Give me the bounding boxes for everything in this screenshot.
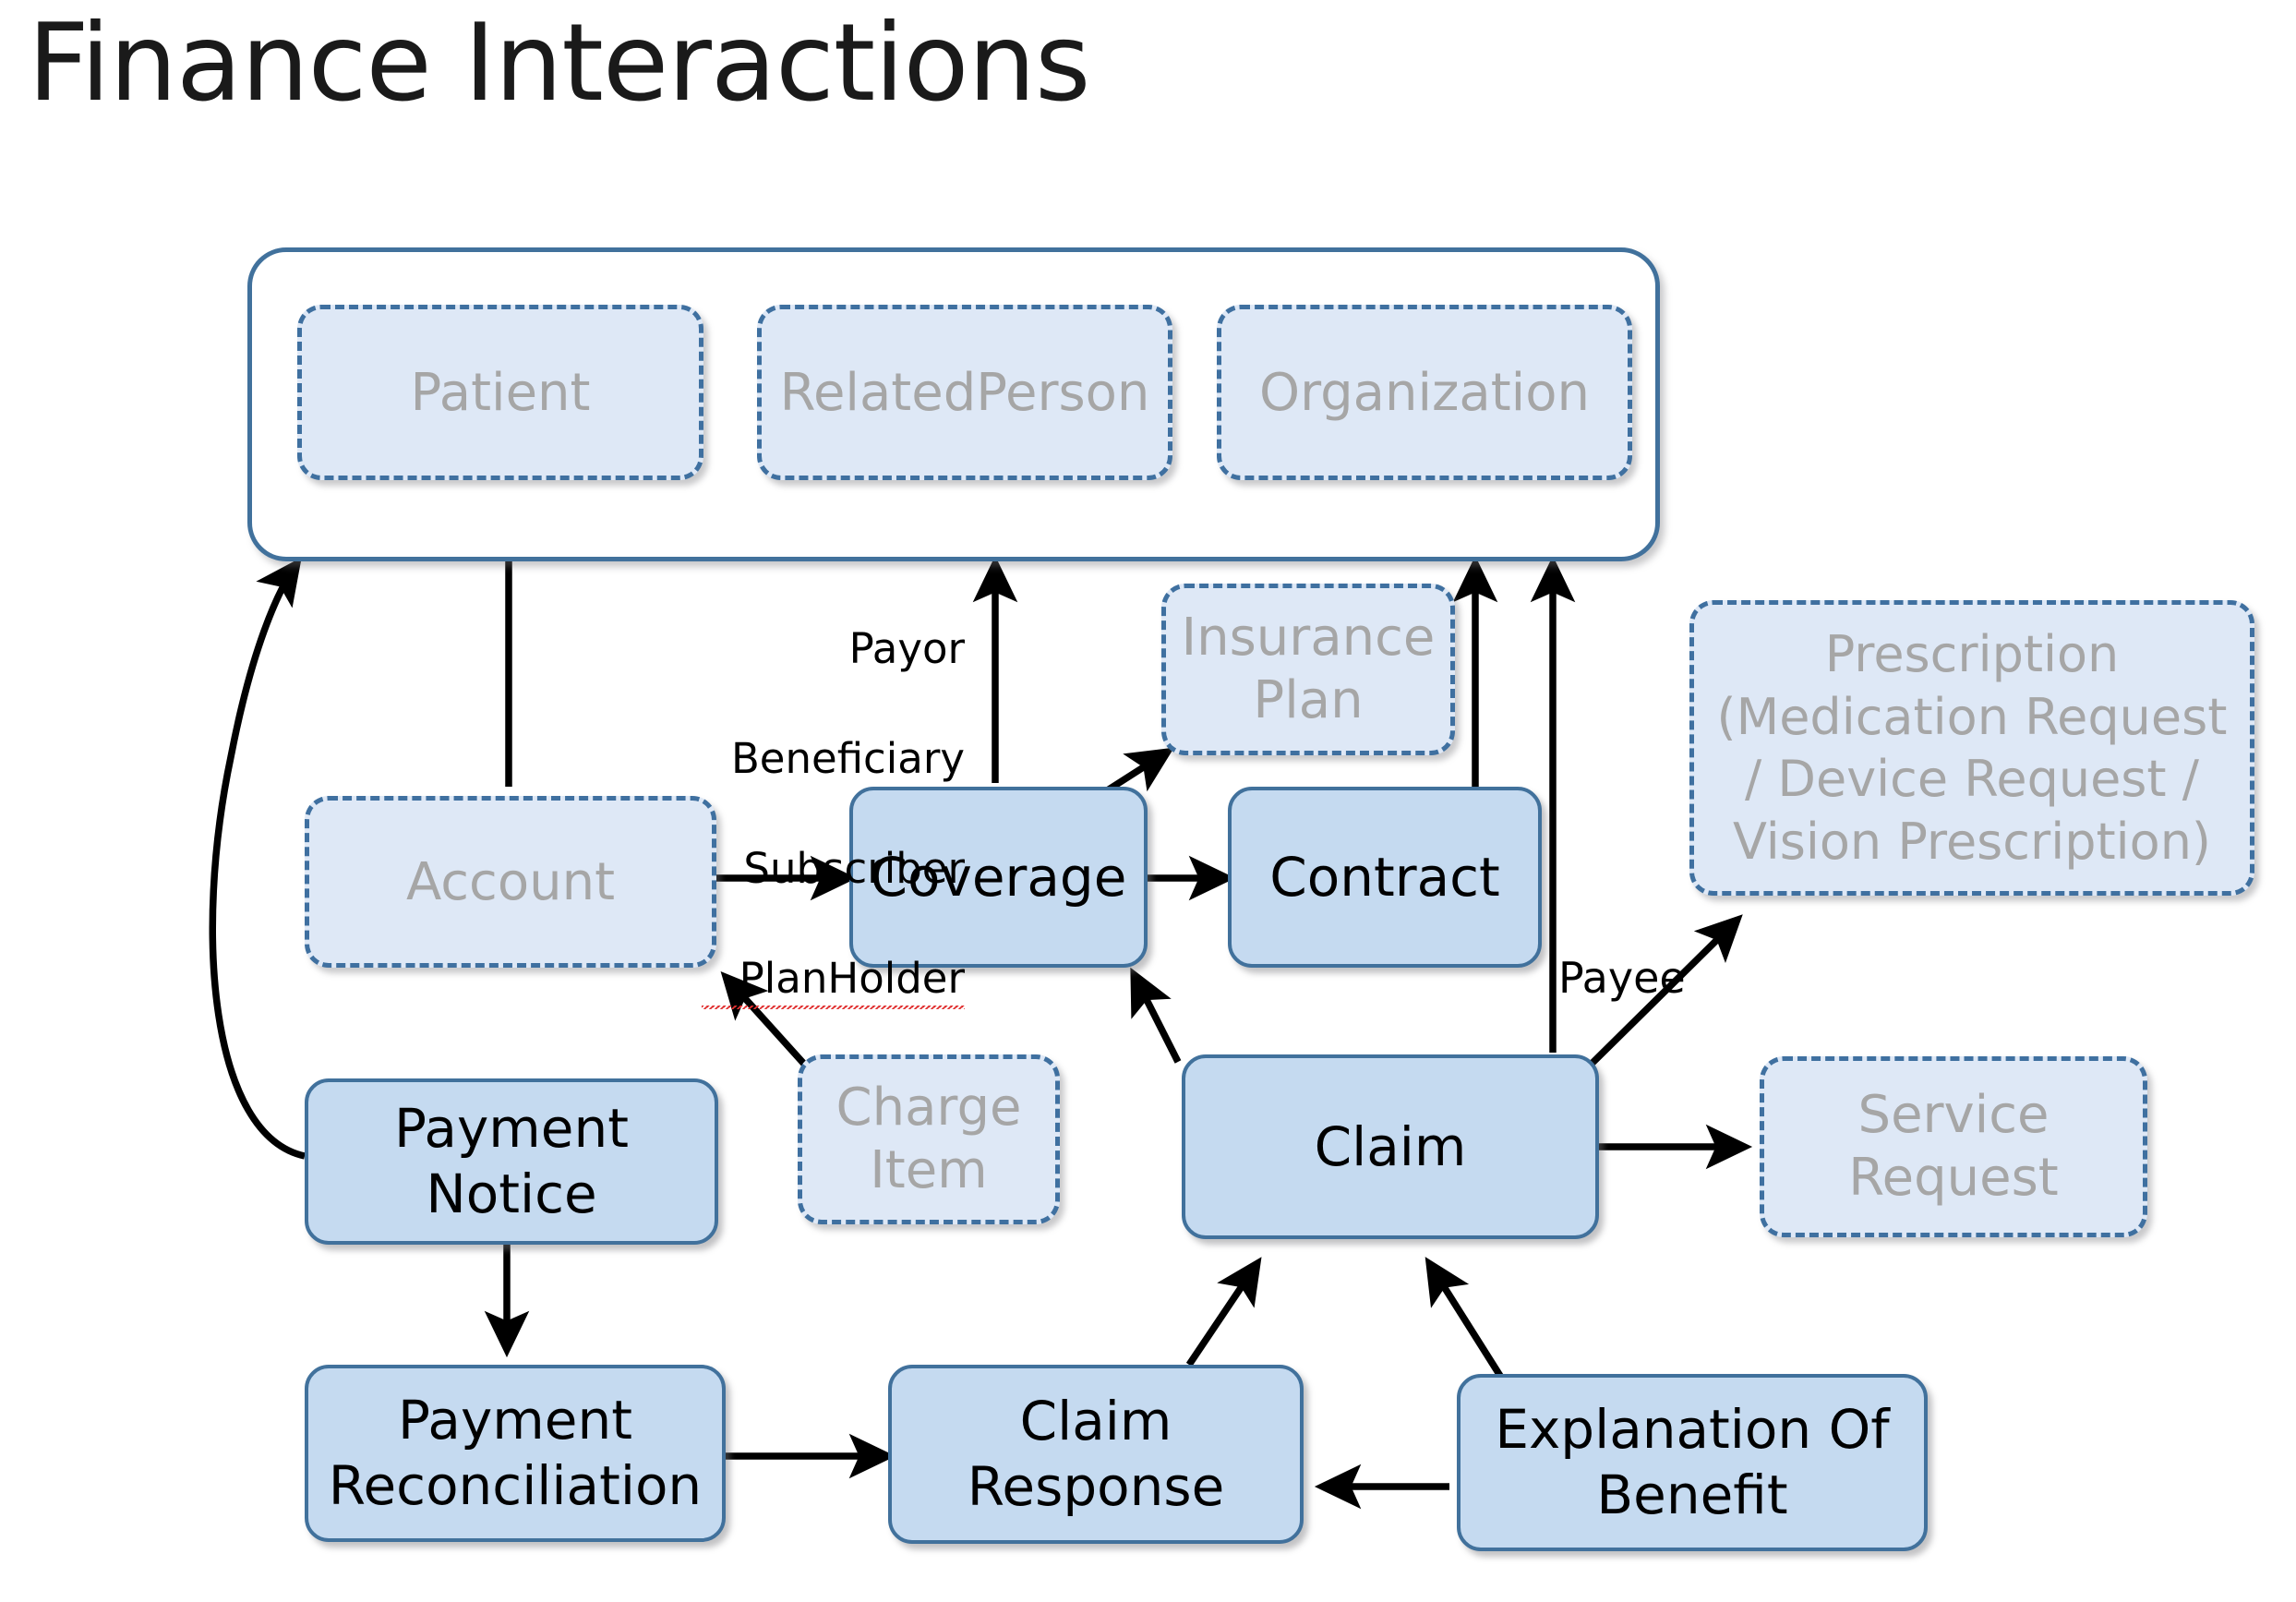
node-contract[interactable]: Contract (1228, 787, 1542, 968)
node-organization-label: Organization (1258, 362, 1590, 423)
node-eob-label: Explanation Of Benefit (1495, 1398, 1890, 1526)
page-title: Finance Interactions (28, 1, 1090, 126)
edge-claimresponse-to-claim (1185, 1257, 1262, 1367)
node-chargeitem-label: Charge Item (835, 1077, 1022, 1200)
node-claim-label: Claim (1314, 1115, 1467, 1178)
edge-label-beneficiary: Beneficiary (730, 734, 965, 784)
node-servicerequest[interactable]: Service Request (1760, 1056, 2147, 1237)
node-insuranceplan-label: Insurance Plan (1181, 607, 1436, 730)
node-prescription[interactable]: Prescription (Medication Request / Devic… (1689, 600, 2254, 896)
edge-label-coverage-roles: Payor Beneficiary Subscriber PlanHolder (702, 567, 965, 1065)
node-patient-label: Patient (410, 362, 591, 423)
node-account[interactable]: Account (305, 796, 716, 968)
edge-label-subscriber: Subscriber (743, 843, 965, 893)
node-paymentnotice[interactable]: Payment Notice (305, 1078, 718, 1245)
node-patient[interactable]: Patient (297, 305, 703, 480)
node-claimresponse[interactable]: Claim Response (888, 1365, 1304, 1544)
node-claim[interactable]: Claim (1182, 1054, 1599, 1239)
edge-paymentnotice-to-group (209, 557, 306, 1160)
node-paymentnotice-label: Payment Notice (394, 1097, 629, 1225)
node-servicerequest-label: Service Request (1848, 1084, 2059, 1208)
edge-label-planholder: PlanHolder (702, 950, 965, 1010)
node-prescription-label: Prescription (Medication Request / Devic… (1716, 625, 2228, 871)
edge-label-payee-text: Payee (1558, 952, 1686, 1003)
edge-eob-to-claim (1424, 1257, 1509, 1386)
node-eob[interactable]: Explanation Of Benefit (1457, 1374, 1928, 1551)
node-contract-label: Contract (1269, 846, 1500, 909)
node-chargeitem[interactable]: Charge Item (798, 1054, 1060, 1224)
node-paymentreconciliation-label: Payment Reconciliation (328, 1389, 703, 1517)
edge-claim-to-coverage (1130, 967, 1182, 1064)
node-relatedperson-label: RelatedPerson (779, 362, 1150, 423)
node-organization[interactable]: Organization (1217, 305, 1632, 480)
edge-label-payor: Payor (848, 624, 965, 674)
node-coverage-label: Coverage (870, 846, 1127, 909)
node-coverage[interactable]: Coverage (849, 787, 1148, 968)
node-paymentreconciliation[interactable]: Payment Reconciliation (305, 1365, 726, 1542)
edge-label-payee: Payee (1558, 896, 1686, 1006)
node-account-label: Account (405, 851, 616, 912)
node-relatedperson[interactable]: RelatedPerson (757, 305, 1172, 480)
node-claimresponse-label: Claim Response (967, 1390, 1225, 1518)
node-insuranceplan[interactable]: Insurance Plan (1161, 584, 1455, 755)
